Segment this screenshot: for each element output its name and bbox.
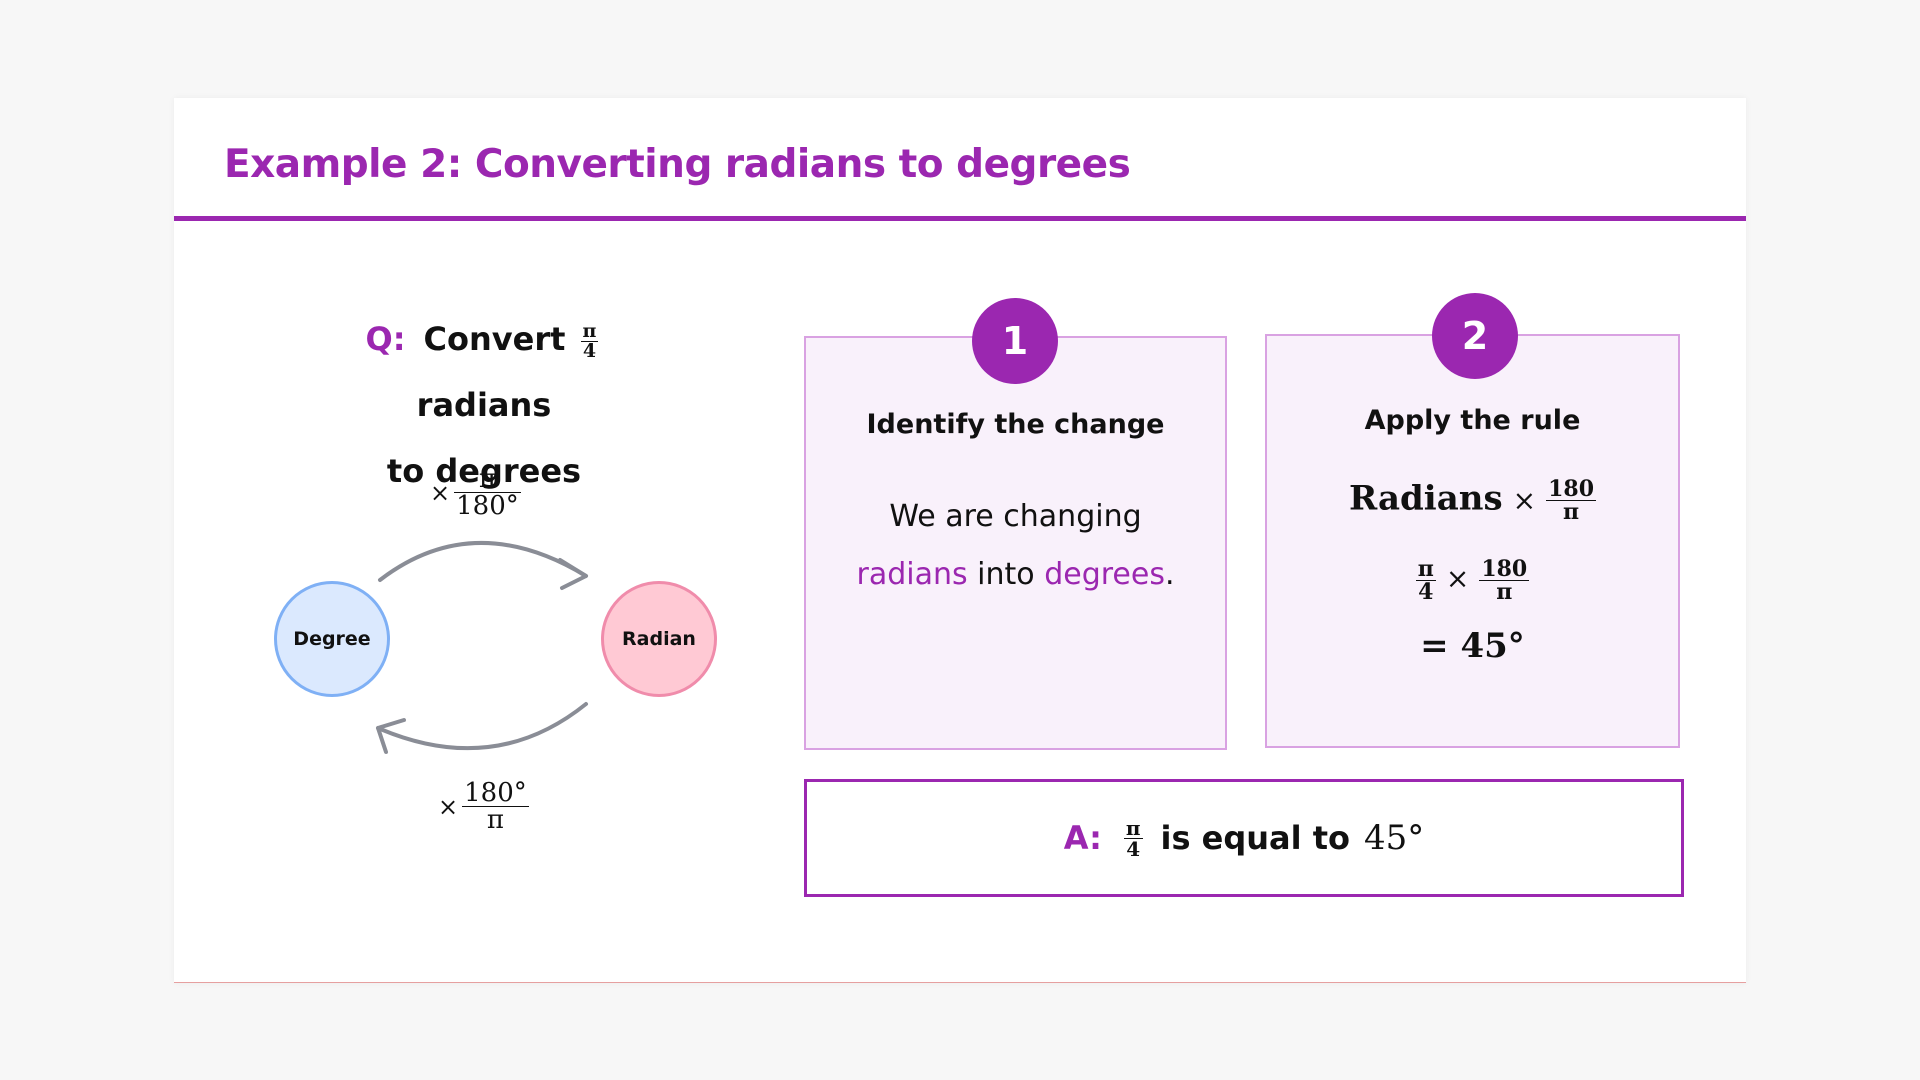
page-title: Example 2: Converting radians to degrees — [224, 142, 1131, 187]
frac-num: 180 — [1546, 476, 1597, 502]
step-2-heading: Apply the rule — [1364, 405, 1581, 436]
question-line-2: to degrees — [386, 452, 582, 490]
frac-den: π — [486, 805, 504, 835]
rule-word: Radians — [1348, 478, 1503, 519]
answer-label: A: — [1063, 819, 1102, 857]
frac-den: 4 — [1126, 836, 1141, 861]
times-symbol: × — [438, 792, 459, 821]
multiplier-fraction: 180°π — [462, 780, 529, 833]
frac-num: π — [1415, 556, 1436, 582]
frac-den: 180° — [456, 491, 519, 521]
arrow-radian-to-degree — [376, 702, 588, 751]
question-frac-den: 4 — [582, 339, 597, 362]
question-frac-num: π — [580, 319, 599, 342]
rule-result: = 45° — [1420, 626, 1525, 666]
times-symbol: × — [1512, 483, 1537, 517]
frac-num: π — [454, 466, 521, 493]
period: . — [1164, 557, 1175, 592]
times-symbol: × — [430, 478, 451, 507]
times-symbol: × — [1445, 561, 1470, 595]
question-label: Q: — [365, 320, 406, 358]
answer-value: 45° — [1364, 818, 1425, 858]
step-2-badge: 2 — [1432, 293, 1518, 379]
frac-num: π — [1123, 815, 1143, 840]
frac-den: 4 — [1418, 579, 1434, 605]
word-degrees: degrees — [1044, 557, 1165, 592]
step-1-badge: 1 — [972, 298, 1058, 384]
step-1-line-1: We are changing — [889, 499, 1142, 534]
slide: Example 2: Converting radians to degrees… — [174, 98, 1746, 983]
word-into: into — [977, 557, 1035, 592]
word-radians: radians — [856, 557, 968, 592]
degree-circle: Degree — [274, 581, 390, 697]
arrow-head-right — [558, 558, 588, 590]
arrow-degree-to-radian — [378, 541, 588, 582]
question-suffix: radians — [416, 386, 552, 424]
radian-circle: Radian — [601, 581, 717, 697]
step-1-heading: Identify the change — [866, 409, 1165, 440]
frac-den: π — [1496, 579, 1513, 605]
frac-num: 180 — [1479, 556, 1530, 582]
step-card-1: Identify the change We are changing radi… — [804, 336, 1227, 750]
step-1-line-2: radians into degrees. — [806, 546, 1225, 604]
frac-den: π — [1563, 499, 1580, 525]
question-prefix: Convert — [423, 320, 566, 358]
step-1-body: We are changing radians into degrees. — [806, 488, 1225, 604]
multiplier-to-degrees: × 180°π — [438, 780, 529, 833]
title-divider — [174, 216, 1746, 221]
frac-num: 180° — [462, 778, 529, 808]
answer-text: is equal to — [1160, 819, 1351, 857]
arrow-head-left — [376, 718, 406, 754]
